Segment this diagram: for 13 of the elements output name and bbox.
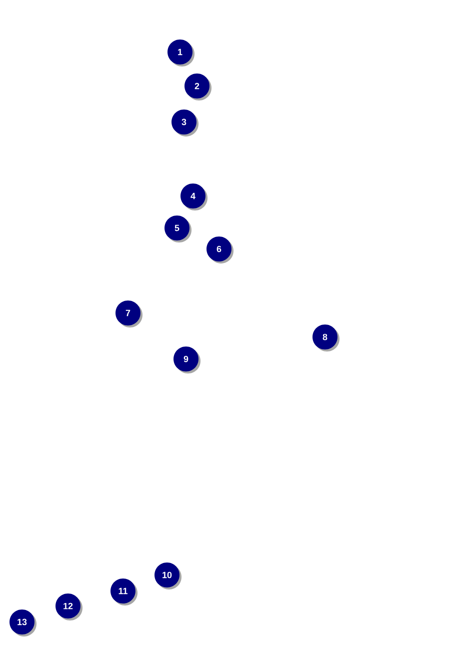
callout-number: 3 — [172, 110, 198, 136]
callout-number: 9 — [174, 346, 200, 374]
callout-number: 12 — [56, 594, 82, 620]
callout-number: 2 — [184, 74, 212, 100]
callout-number: 4 — [180, 184, 208, 210]
callout-number: 13 — [10, 610, 36, 636]
callout-number: 7 — [116, 300, 142, 328]
callout-number: 6 — [206, 236, 234, 264]
callout-number: 10 — [154, 562, 182, 590]
callout-number: 5 — [164, 216, 192, 242]
callout-number: 11 — [110, 578, 138, 606]
callout-number: 8 — [312, 324, 340, 352]
callout-number: 1 — [168, 40, 194, 66]
